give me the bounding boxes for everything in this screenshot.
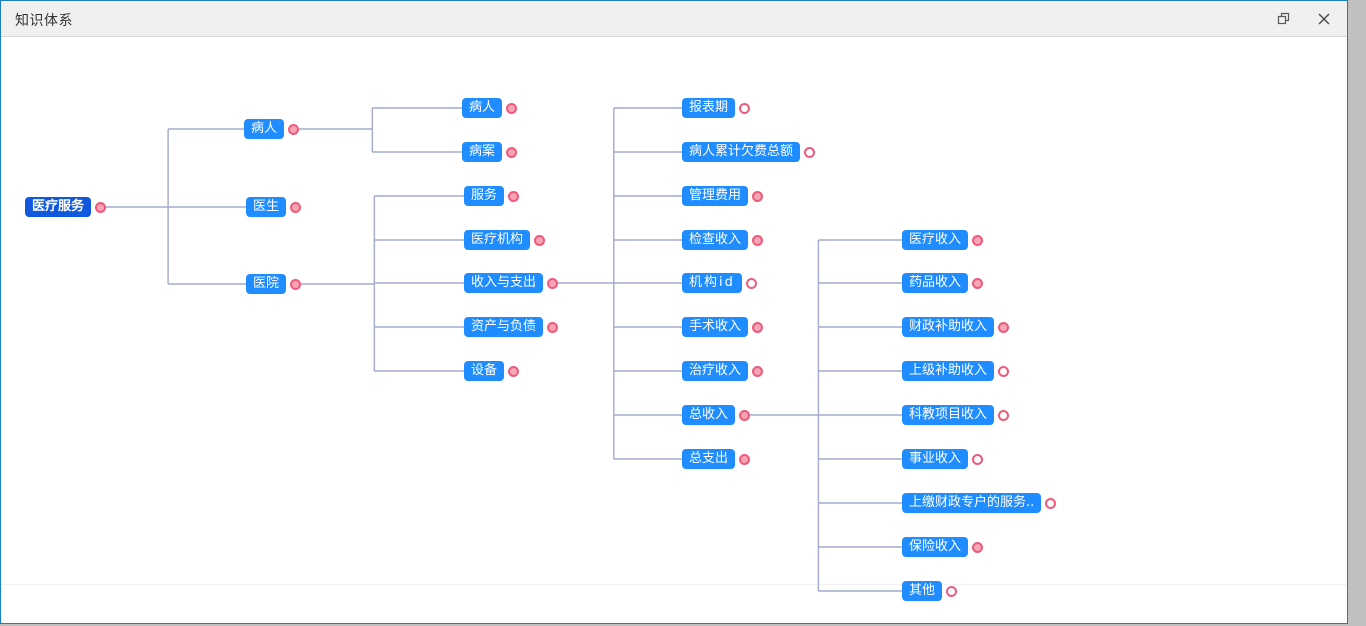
- close-icon: [1318, 13, 1330, 25]
- tree-node-connector-dot[interactable]: [752, 321, 763, 333]
- tree-node-connector-dot[interactable]: [739, 409, 750, 421]
- tree-node-connector-dot[interactable]: [739, 453, 750, 465]
- tree-links: [106, 107, 902, 592]
- tree-node-connector-dot[interactable]: [508, 365, 519, 377]
- tree-node[interactable]: 医院: [246, 274, 287, 294]
- restore-button[interactable]: [1265, 1, 1303, 37]
- tree-node-connector-dot[interactable]: [972, 277, 983, 289]
- tree-node-connector-dot[interactable]: [508, 190, 519, 202]
- tree-node[interactable]: 报表期: [682, 98, 736, 118]
- canvas-divider: [1, 584, 1347, 585]
- tree-node-connector-dot[interactable]: [972, 453, 983, 465]
- tree-node[interactable]: 总支出: [682, 449, 736, 469]
- tree-node-connector-dot[interactable]: [752, 234, 763, 246]
- page-title: 知识体系: [15, 13, 73, 29]
- tree-node[interactable]: 手术收入: [682, 317, 749, 337]
- tree-node[interactable]: 病人累计欠费总额: [682, 142, 801, 162]
- tree-node-connector-dot[interactable]: [288, 123, 299, 135]
- tree-node-connector-dot[interactable]: [998, 321, 1009, 333]
- tree-node[interactable]: 检查收入: [682, 230, 749, 250]
- knowledge-tree-canvas[interactable]: 医疗服务 病人医生医院 病人病案服务医疗机构收入与支出资产与负债设备 报表期病人累计欠…: [1, 38, 1347, 623]
- tree-node-connector-dot[interactable]: [752, 190, 763, 202]
- tree-node[interactable]: 总收入: [682, 405, 736, 425]
- tree-node[interactable]: 药品收入: [902, 273, 969, 293]
- tree-node[interactable]: 设备: [464, 361, 505, 381]
- tree-node[interactable]: 机构id: [682, 273, 742, 293]
- tree-node-connector-dot[interactable]: [804, 146, 815, 158]
- tree-node[interactable]: 病案: [462, 142, 503, 162]
- tree-node-connector-dot[interactable]: [998, 365, 1009, 377]
- tree-node[interactable]: 病人: [462, 98, 503, 118]
- tree-node-connector-dot[interactable]: [1045, 497, 1056, 509]
- tree-node[interactable]: 服务: [464, 186, 505, 206]
- tree-node[interactable]: 上缴财政专户的服务..: [902, 493, 1042, 513]
- tree-node[interactable]: 资产与负债: [464, 317, 544, 337]
- tree-node[interactable]: 病人: [244, 119, 285, 139]
- tree-node[interactable]: 科教项目收入: [902, 405, 995, 425]
- tree-node[interactable]: 收入与支出: [464, 273, 544, 293]
- restore-icon: [1277, 12, 1290, 25]
- tree-node-connector-dot[interactable]: [534, 234, 545, 246]
- tree-node-connector-dot[interactable]: [547, 321, 558, 333]
- window-titlebar: 知识体系: [1, 1, 1347, 37]
- tree-node-connector-dot[interactable]: [746, 277, 757, 289]
- tree-node[interactable]: 保险收入: [902, 537, 969, 557]
- tree-node-connector-dot[interactable]: [752, 365, 763, 377]
- tree-node-connector-dot[interactable]: [972, 234, 983, 246]
- tree-node-connector-dot[interactable]: [998, 409, 1009, 421]
- tree-node-connector-dot[interactable]: [290, 278, 301, 290]
- tree-node[interactable]: 医生: [246, 197, 287, 217]
- close-button[interactable]: [1305, 1, 1343, 37]
- tree-node[interactable]: 上级补助收入: [902, 361, 995, 381]
- tree-node-connector-dot[interactable]: [547, 277, 558, 289]
- tree-node[interactable]: 医疗服务: [25, 197, 92, 217]
- tree-node-connector-dot[interactable]: [739, 102, 750, 114]
- tree-node[interactable]: 其他: [902, 581, 943, 601]
- tree-node[interactable]: 医疗收入: [902, 230, 969, 250]
- tree-node-connector-dot[interactable]: [506, 146, 517, 158]
- tree-node-connector-dot[interactable]: [95, 201, 106, 213]
- tree-node-connector-dot[interactable]: [972, 541, 983, 553]
- tree-node[interactable]: 事业收入: [902, 449, 969, 469]
- tree-node[interactable]: 管理费用: [682, 186, 749, 206]
- tree-node-connector-dot[interactable]: [290, 201, 301, 213]
- tree-node[interactable]: 治疗收入: [682, 361, 749, 381]
- tree-node[interactable]: 财政补助收入: [902, 317, 995, 337]
- tree-node-connector-dot[interactable]: [946, 585, 957, 597]
- tree-node[interactable]: 医疗机构: [464, 230, 531, 250]
- tree-node-connector-dot[interactable]: [506, 102, 517, 114]
